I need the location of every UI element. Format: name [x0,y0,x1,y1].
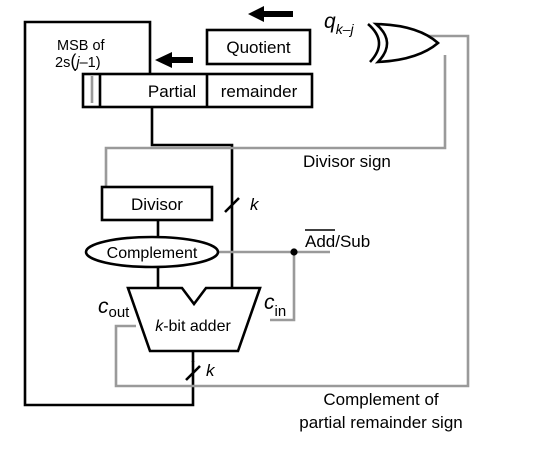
cout-label: cout [98,295,130,321]
msb-formula: 2s(j–1) [55,51,101,71]
cin-label: cin [264,291,286,320]
addsub-label: Add/Sub [305,232,370,251]
cout-symbol: c [98,295,109,318]
xor-gate-input-arc [367,23,381,63]
adder-k: k [155,318,164,335]
divisor-sign-wire [104,55,447,187]
adder-label: k-bit adder [155,318,231,335]
register-to-adder-wire [150,107,234,288]
xor-gate-body [372,22,440,64]
cin-subscript: in [275,303,287,320]
quotient-label: Quotient [226,38,291,57]
feedback-loop-wire [23,20,195,407]
msb-minus1: –1) [80,55,101,71]
cin-symbol: c [264,291,275,314]
gray-wires [90,34,470,388]
divisor-sign-label: Divisor sign [303,152,391,171]
q-label: qk–j [324,10,354,37]
remainder-sign-wire [114,34,470,388]
xor-gate [367,22,440,64]
q-subscript: k–j [336,21,355,37]
divisor-label: Divisor [131,195,183,214]
q-symbol: q [324,10,336,33]
quotient-register [205,28,312,66]
partial-shift-arrow-icon [155,52,193,68]
msb-label: MSB of [57,38,106,54]
msb-2s: 2s [55,55,70,71]
k-bus-slash-top [224,197,240,213]
adder-rest: -bit adder [163,318,231,335]
remainder-label: remainder [221,82,298,101]
k-bit-adder [126,286,262,353]
quotient-shift-arrow-icon [248,6,293,22]
k-label-bottom: k [206,361,216,380]
complement-label: Complement [107,245,198,262]
k-bus-slash-bottom [185,365,201,381]
partial-remainder-register [81,72,314,109]
k-label-top: k [250,195,260,214]
black-wires [23,20,234,407]
complement-unit [84,235,220,269]
msb-j: j [74,55,80,71]
addsub-to-cin-wire [270,252,296,322]
msb-paren-open: ( [70,51,76,71]
cout-subscript: out [109,304,131,321]
addsub-add: Add [305,232,335,251]
addsub-junction-dot [290,248,298,256]
complement-partial-label-line1: Complement of [323,390,439,409]
complement-partial-label-line2: partial remainder sign [299,413,462,432]
divisor-register [100,185,214,222]
addsub-sub: /Sub [335,232,370,251]
partial-label: Partial [148,82,196,101]
